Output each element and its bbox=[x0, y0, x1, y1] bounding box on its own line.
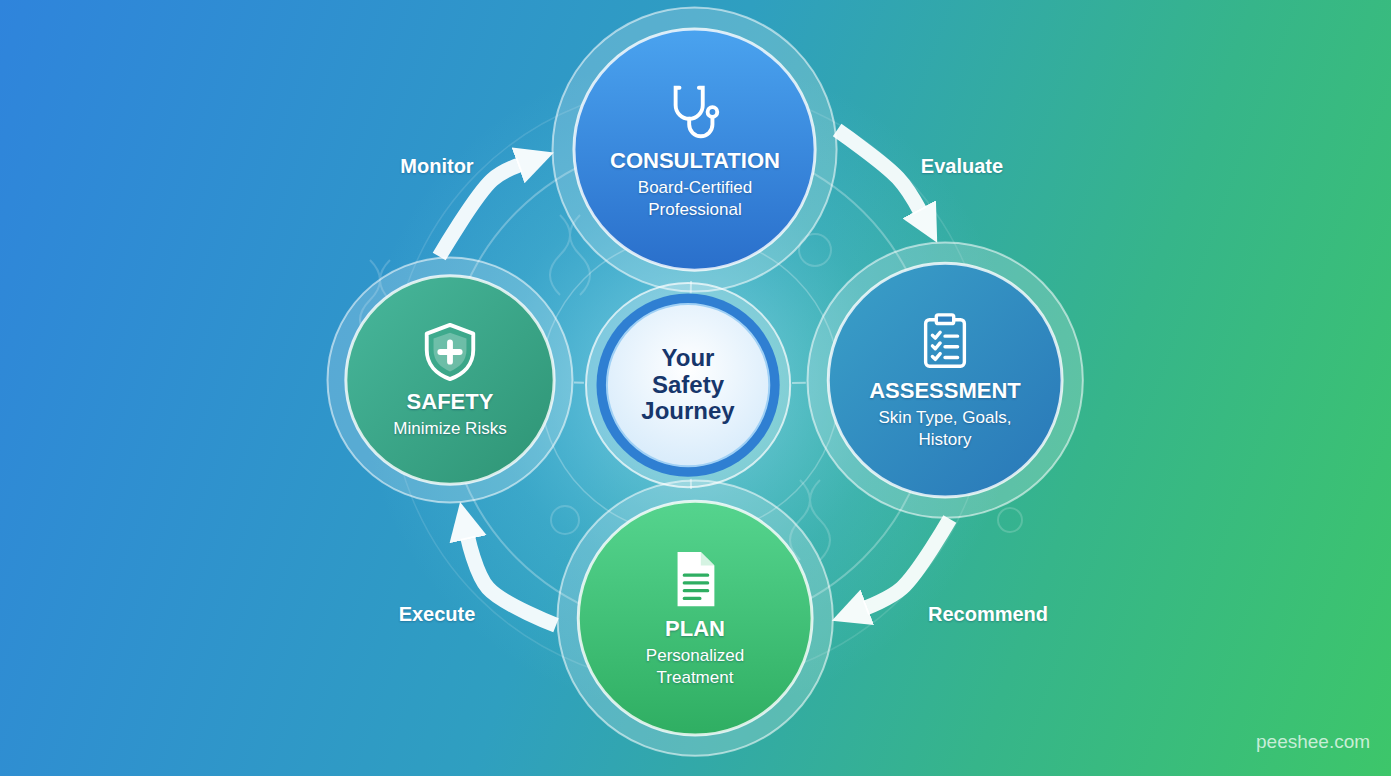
step-heading: SAFETY bbox=[407, 389, 494, 414]
step-circle: CONSULTATION Board-Certified Professional bbox=[551, 6, 838, 293]
step-icon bbox=[664, 548, 726, 610]
step-description: Skin Type, Goals, History bbox=[865, 407, 1025, 450]
circle-content: PLAN Personalized Treatment bbox=[556, 479, 834, 757]
centre-circle: Your Safety Journey bbox=[584, 281, 792, 489]
step-description: Personalized Treatment bbox=[615, 645, 775, 688]
circle-content: CONSULTATION Board-Certified Professional bbox=[551, 6, 838, 293]
step-icon bbox=[419, 321, 481, 383]
inner-disc bbox=[346, 276, 554, 484]
step-heading: ASSESSMENT bbox=[869, 378, 1021, 403]
badge-ring bbox=[586, 283, 790, 487]
cycle-arrow bbox=[439, 165, 520, 257]
step-icon bbox=[676, 88, 718, 136]
outer-ring bbox=[553, 8, 837, 292]
edge-label: Execute bbox=[399, 603, 476, 626]
watermark: peeshee.com bbox=[1256, 731, 1370, 753]
step-heading: CONSULTATION bbox=[610, 148, 780, 173]
step-description: Minimize Risks bbox=[393, 418, 506, 439]
step-heading: PLAN bbox=[665, 616, 725, 641]
edge-label: Recommend bbox=[928, 603, 1048, 626]
circle-content: Your Safety Journey bbox=[584, 281, 792, 489]
step-icon bbox=[678, 552, 715, 606]
step-circle: SAFETY Minimize Risks bbox=[326, 256, 574, 504]
step-circle: ASSESSMENT Skin Type, Goals, History bbox=[806, 241, 1084, 519]
cycle-arrow bbox=[866, 519, 950, 608]
step-icon bbox=[664, 80, 726, 142]
circle-content: SAFETY Minimize Risks bbox=[326, 256, 574, 504]
spoke-line bbox=[574, 382, 584, 384]
step-icon bbox=[926, 315, 965, 366]
cycle-arrow bbox=[468, 537, 556, 625]
inner-disc bbox=[574, 29, 815, 270]
step-icon bbox=[427, 325, 474, 379]
inner-disc bbox=[578, 501, 812, 735]
outer-ring bbox=[557, 480, 832, 755]
spoke-line bbox=[792, 382, 806, 384]
cycle-arrow bbox=[837, 130, 920, 211]
badge-border bbox=[596, 293, 779, 476]
circle-content: ASSESSMENT Skin Type, Goals, History bbox=[806, 241, 1084, 519]
badge-face bbox=[607, 304, 769, 466]
outer-ring bbox=[328, 258, 573, 503]
step-icon bbox=[914, 310, 976, 372]
centre-title: Your Safety Journey bbox=[629, 345, 747, 426]
step-description: Board-Certified Professional bbox=[615, 177, 775, 220]
step-circle: PLAN Personalized Treatment bbox=[556, 479, 834, 757]
outer-ring bbox=[807, 242, 1082, 517]
edge-label: Evaluate bbox=[921, 155, 1003, 178]
edge-label: Monitor bbox=[400, 155, 473, 178]
inner-disc bbox=[828, 263, 1062, 497]
